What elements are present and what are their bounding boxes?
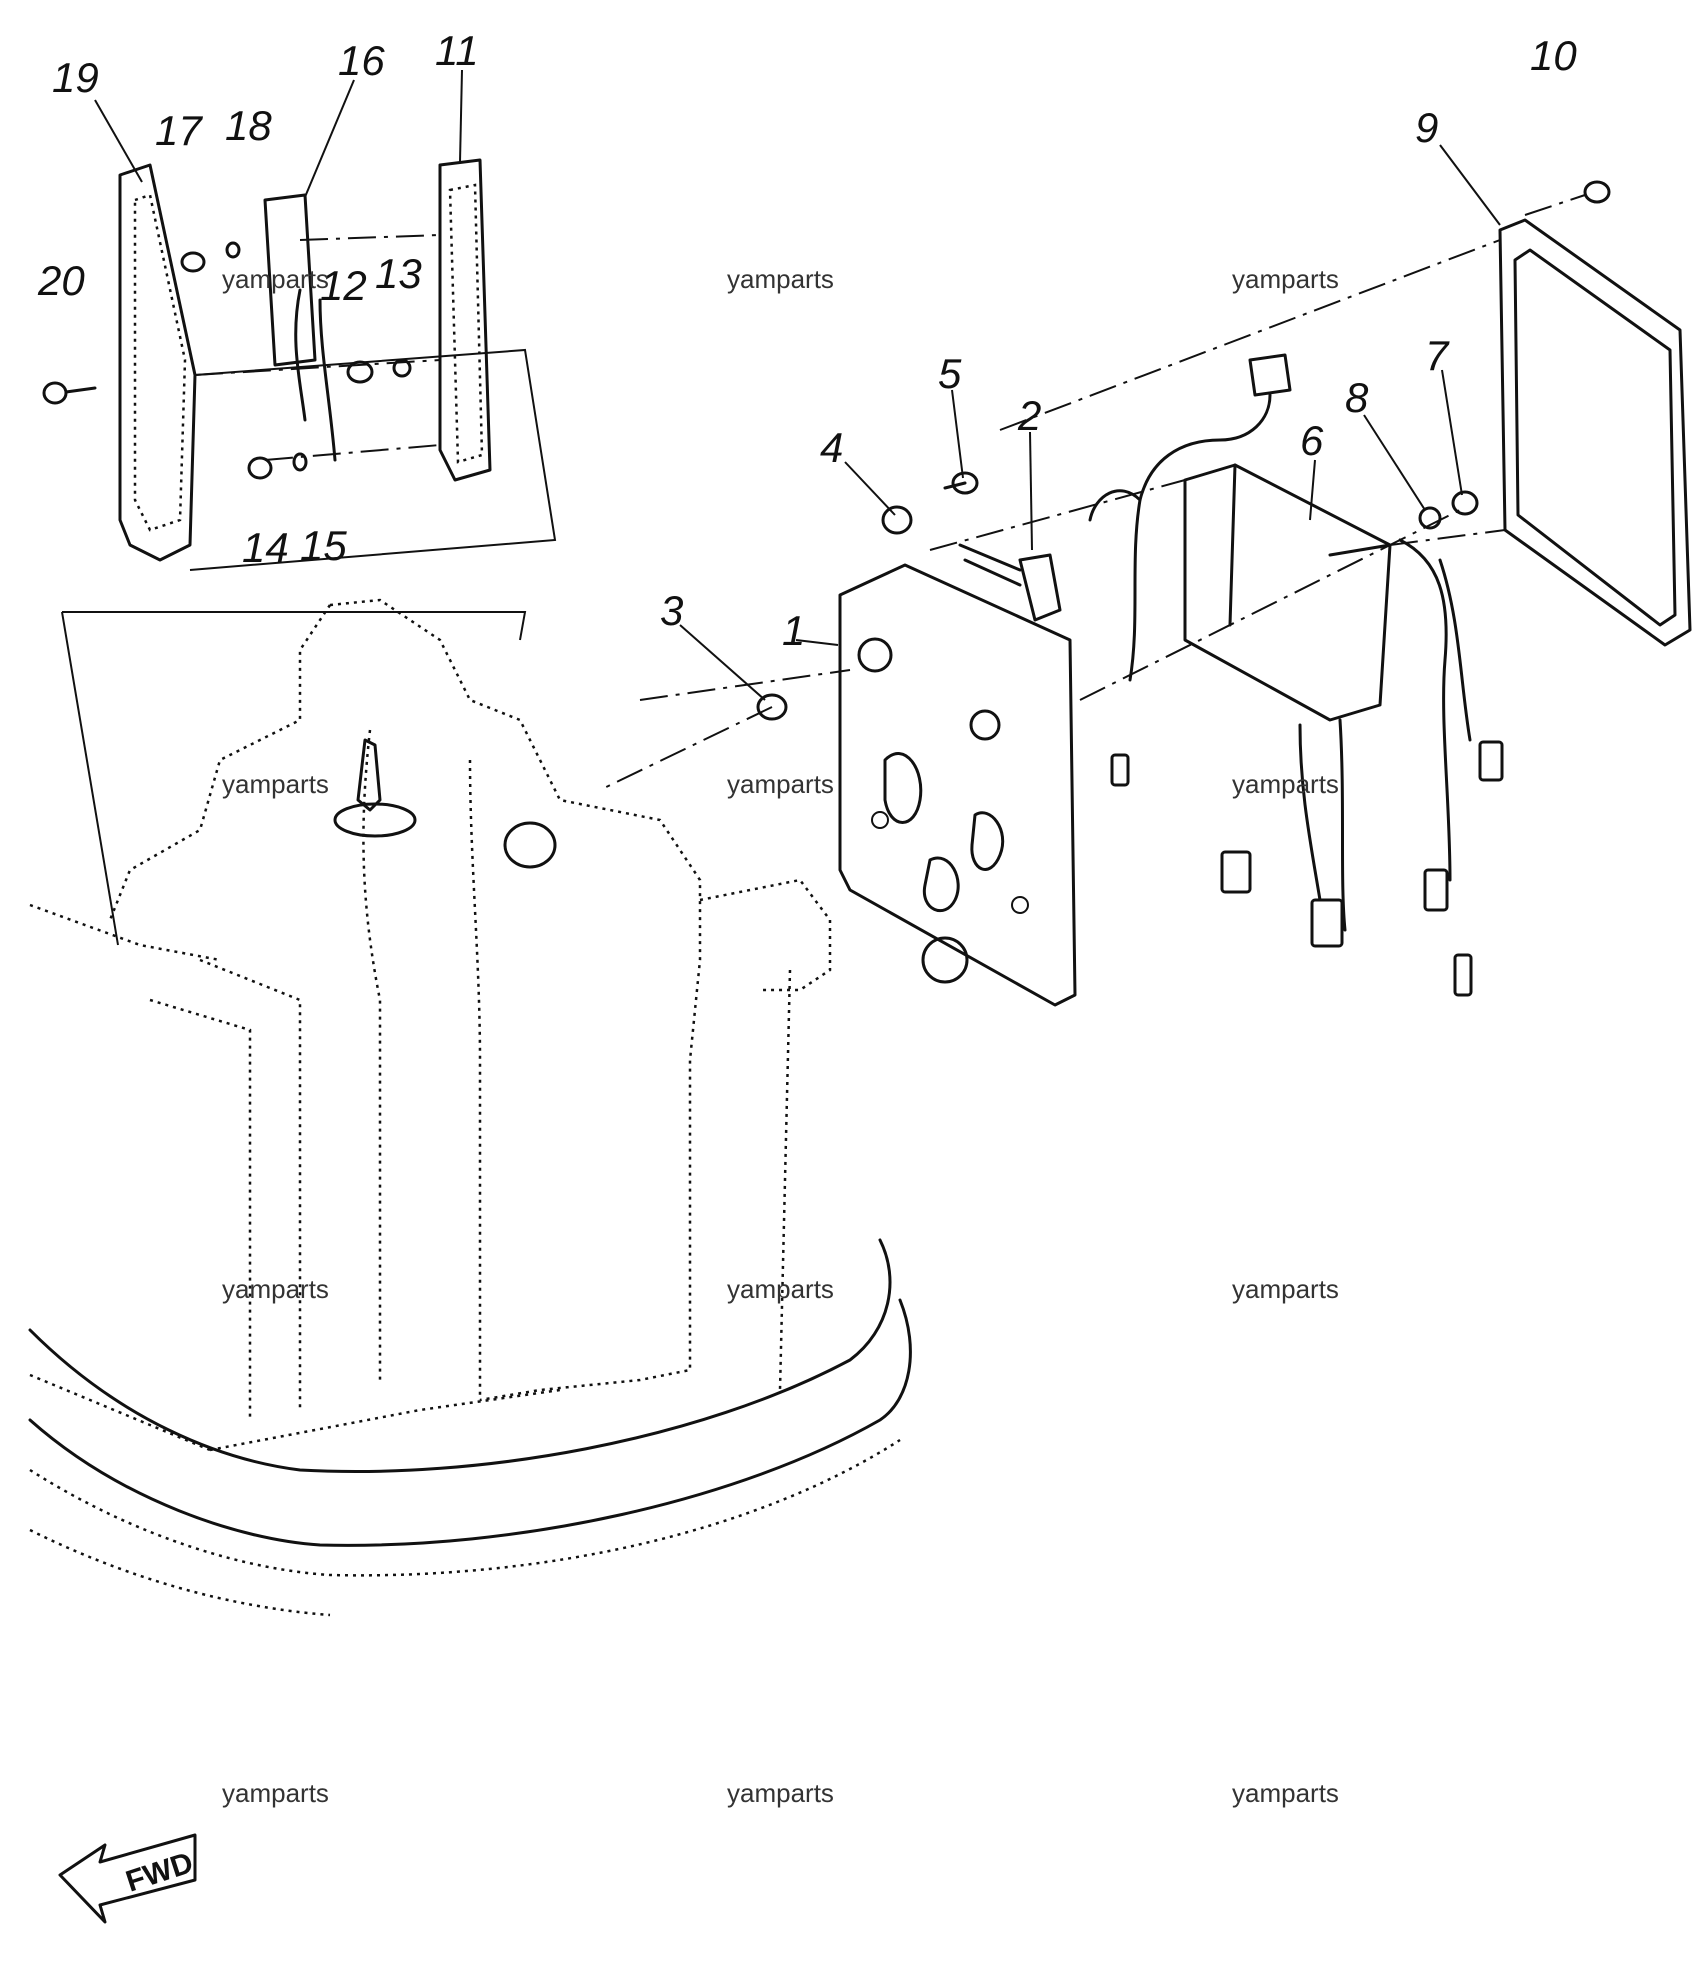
callout-6: 6 — [1300, 417, 1324, 464]
callout-8: 8 — [1345, 374, 1369, 421]
callout-11: 11 — [435, 27, 479, 74]
watermark: yamparts — [727, 264, 834, 294]
callout-10: 10 — [1530, 32, 1577, 79]
watermark: yamparts — [222, 1274, 329, 1304]
watermark: yamparts — [727, 1274, 834, 1304]
watermark: yamparts — [727, 769, 834, 799]
watermark: yamparts — [1232, 264, 1339, 294]
inset-detail — [42, 158, 557, 571]
fwd-arrow: FWD — [58, 1833, 197, 1924]
cover-part-19 — [118, 163, 197, 562]
watermark: yamparts — [222, 769, 329, 799]
callout-3: 3 — [660, 587, 683, 634]
watermark: yamparts — [1232, 1778, 1339, 1808]
callout-5: 5 — [938, 350, 962, 397]
callout-9: 9 — [1415, 104, 1438, 151]
watermark: yamparts — [222, 1778, 329, 1808]
main-assembly — [94, 69, 1692, 1007]
callout-19: 19 — [52, 54, 99, 101]
gasket-part-9 — [1498, 218, 1692, 647]
base-plate-part-1 — [838, 563, 1077, 1007]
switch-part-2 — [1018, 553, 1062, 622]
bracket-part-16 — [263, 193, 317, 367]
control-unit-part-6 — [1183, 463, 1392, 722]
callout-15: 15 — [300, 522, 347, 569]
watermark: yamparts — [727, 1778, 834, 1808]
watermark: yamparts — [1232, 769, 1339, 799]
watermark: yamparts — [1232, 1274, 1339, 1304]
callout-1: 1 — [782, 607, 805, 654]
strip-part-11 — [438, 158, 492, 482]
callout-2: 2 — [1017, 392, 1041, 439]
callout-17: 17 — [155, 107, 203, 154]
watermark: yamparts — [222, 264, 329, 294]
callout-labels: 1 2 3 4 5 6 7 8 9 10 11 12 13 14 15 16 1… — [37, 27, 1577, 654]
engine-outline — [28, 598, 912, 1617]
watermarks: yamparts yamparts yamparts yamparts yamp… — [222, 264, 1339, 1808]
callout-12: 12 — [320, 262, 367, 309]
callout-18: 18 — [225, 102, 272, 149]
callout-16: 16 — [338, 37, 385, 84]
callout-14: 14 — [242, 524, 289, 571]
nut-part-3 — [756, 693, 788, 721]
callout-13: 13 — [375, 250, 422, 297]
callout-20: 20 — [37, 257, 85, 304]
callout-4: 4 — [820, 424, 843, 471]
callout-7: 7 — [1425, 332, 1450, 379]
